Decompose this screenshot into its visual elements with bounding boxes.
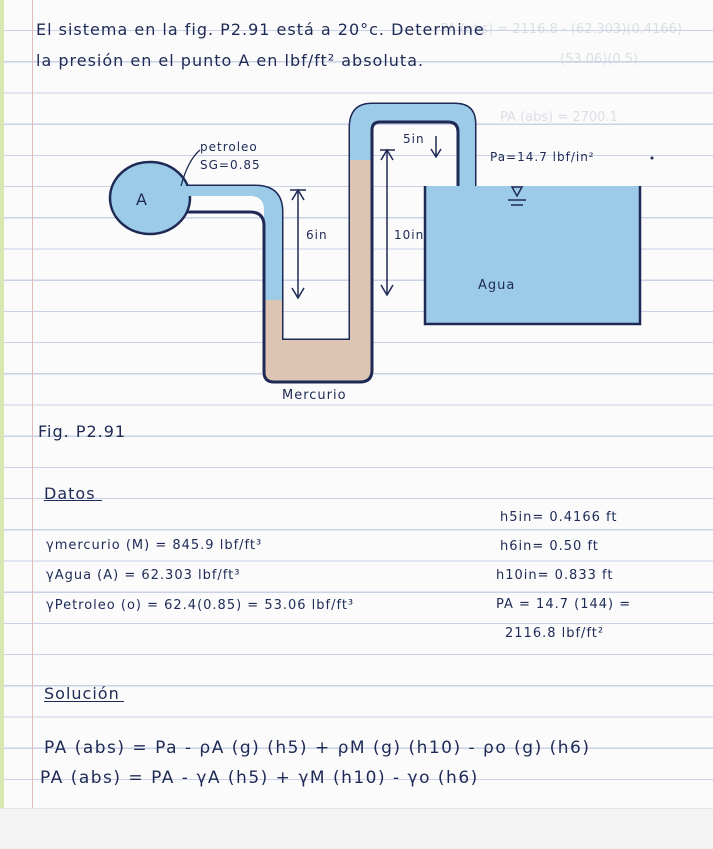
equation-1: PA (abs) = Pa - ρA (g) (h5) + ρM (g) (h1… [44,738,591,758]
label-sg: SG=0.85 [200,158,261,172]
label-10in: 10in [394,228,425,242]
bleed-text: PA (abs) = 2700.1 [500,110,618,125]
figure-caption: Fig. P2.91 [38,422,127,441]
label-petroleo: petroleo [200,140,258,154]
datos-h6in: h6in= 0.50 ft [500,539,599,554]
bulb-a [108,160,192,236]
page-bottom [0,808,713,849]
oil-fill [186,186,282,300]
free-surface-icon [510,186,524,198]
water-tank [425,186,640,324]
label-5in: 5in [403,132,425,146]
label-atm-pressure: Pa=14.7 lbf/in² [490,150,595,164]
tube-inner [186,120,460,384]
solucion-heading: Solución [44,684,120,703]
bleed-text: (53.06)(0.5) [560,52,639,67]
label-mercurio: Mercurio [282,388,347,403]
datos-h5in: h5in= 0.4166 ft [500,510,618,525]
problem-line-1: El sistema en la fig. P2.91 está a 20°c.… [36,20,485,39]
tank-outline [423,186,642,326]
datos-h10in: h10in= 0.833 ft [496,568,614,583]
page-edge [0,0,4,848]
datos-gamma-mercurio: γmercurio (M) = 845.9 lbf/ft³ [46,538,263,553]
datos-gamma-petroleo: γPetroleo (o) = 62.4(0.85) = 53.06 lbf/f… [46,598,355,613]
bleed-text: PA (abs) = 2116.8 - (62.303)(0.4166) [440,22,683,37]
datos-pa: PA = 14.7 (144) = [496,597,632,612]
label-point-a: A [136,190,148,209]
datos-pa-value: 2116.8 lbf/ft² [505,626,605,641]
datos-heading: Datos [44,484,96,503]
equation-2: PA (abs) = PA - γA (h5) + γM (h10) - γo … [40,768,479,788]
problem-line-2: la presión en el punto A en lbf/ft² abso… [36,51,425,70]
mercury-fill [264,160,372,382]
margin-line [32,0,33,848]
label-6in: 6in [306,228,328,242]
datos-gamma-agua: γAgua (A) = 62.303 lbf/ft³ [46,568,241,583]
label-agua: Agua [478,278,516,293]
